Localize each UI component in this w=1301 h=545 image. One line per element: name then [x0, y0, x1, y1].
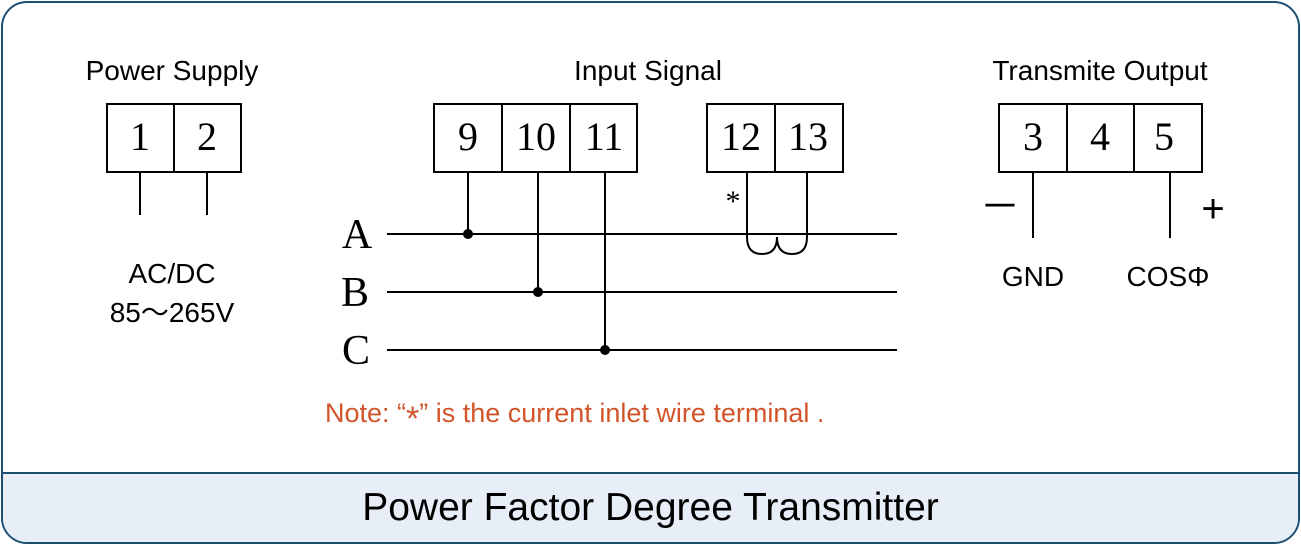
- input-signal-heading: Input Signal: [574, 55, 722, 86]
- transmit-output-heading: Transmite Output: [992, 55, 1207, 86]
- output-terminal-block: [998, 103, 1203, 173]
- wiring-diagram: Power Supply 1 2 AC/DC 85～265V Input Sig…: [86, 55, 1225, 438]
- diagram-title: Power Factor Degree Transmitter: [362, 486, 939, 529]
- plus-sign: +: [1201, 187, 1224, 231]
- terminal-10: 10: [516, 114, 556, 159]
- current-terminal-block: [706, 103, 844, 173]
- voltage-range-label: 85～265V: [110, 297, 235, 328]
- footer-bar: Power Factor Degree Transmitter: [3, 472, 1298, 542]
- minus-sign: －: [980, 185, 1020, 229]
- terminal-12: 12: [721, 114, 761, 159]
- phase-a-label: A: [342, 212, 373, 258]
- current-loop-12-13: [746, 172, 808, 256]
- note-suffix: ” is the current inlet wire terminal .: [419, 398, 824, 428]
- voltage-terminal-block: [433, 103, 638, 173]
- phase-c-label: C: [342, 328, 370, 374]
- note-text: Note: “*” is the current inlet wire term…: [325, 398, 824, 438]
- power-supply-section: Power Supply 1 2 AC/DC 85～265V: [86, 55, 259, 328]
- terminal-1: 1: [130, 114, 150, 159]
- junction-9-a: [463, 229, 473, 239]
- note-prefix: Note: “: [325, 398, 406, 428]
- gnd-label: GND: [1002, 261, 1064, 292]
- terminal-5: 5: [1154, 114, 1174, 159]
- terminal-11: 11: [585, 114, 624, 159]
- terminal-9: 9: [458, 114, 478, 159]
- junction-11-c: [600, 345, 610, 355]
- current-inlet-marker: *: [726, 185, 741, 218]
- transmit-output-section: Transmite Output 3 4 5 － + GND COSΦ: [980, 55, 1225, 292]
- cos-label: COSΦ: [1126, 261, 1209, 292]
- terminal-4: 4: [1090, 114, 1110, 159]
- output-terminal-box: [998, 103, 1203, 173]
- terminal-13: 13: [788, 114, 828, 159]
- junction-10-b: [533, 287, 543, 297]
- input-signal-section: Input Signal 9 10 11 12 13 * A B C: [341, 55, 897, 374]
- voltage-terminal-box: [433, 103, 638, 173]
- power-supply-heading: Power Supply: [86, 55, 259, 86]
- terminal-2: 2: [197, 114, 217, 159]
- power-terminal-block: [106, 103, 242, 173]
- voltage-type-label: AC/DC: [128, 258, 215, 289]
- note-marker: *: [406, 400, 419, 438]
- phase-b-label: B: [341, 270, 369, 316]
- terminal-3: 3: [1023, 114, 1043, 159]
